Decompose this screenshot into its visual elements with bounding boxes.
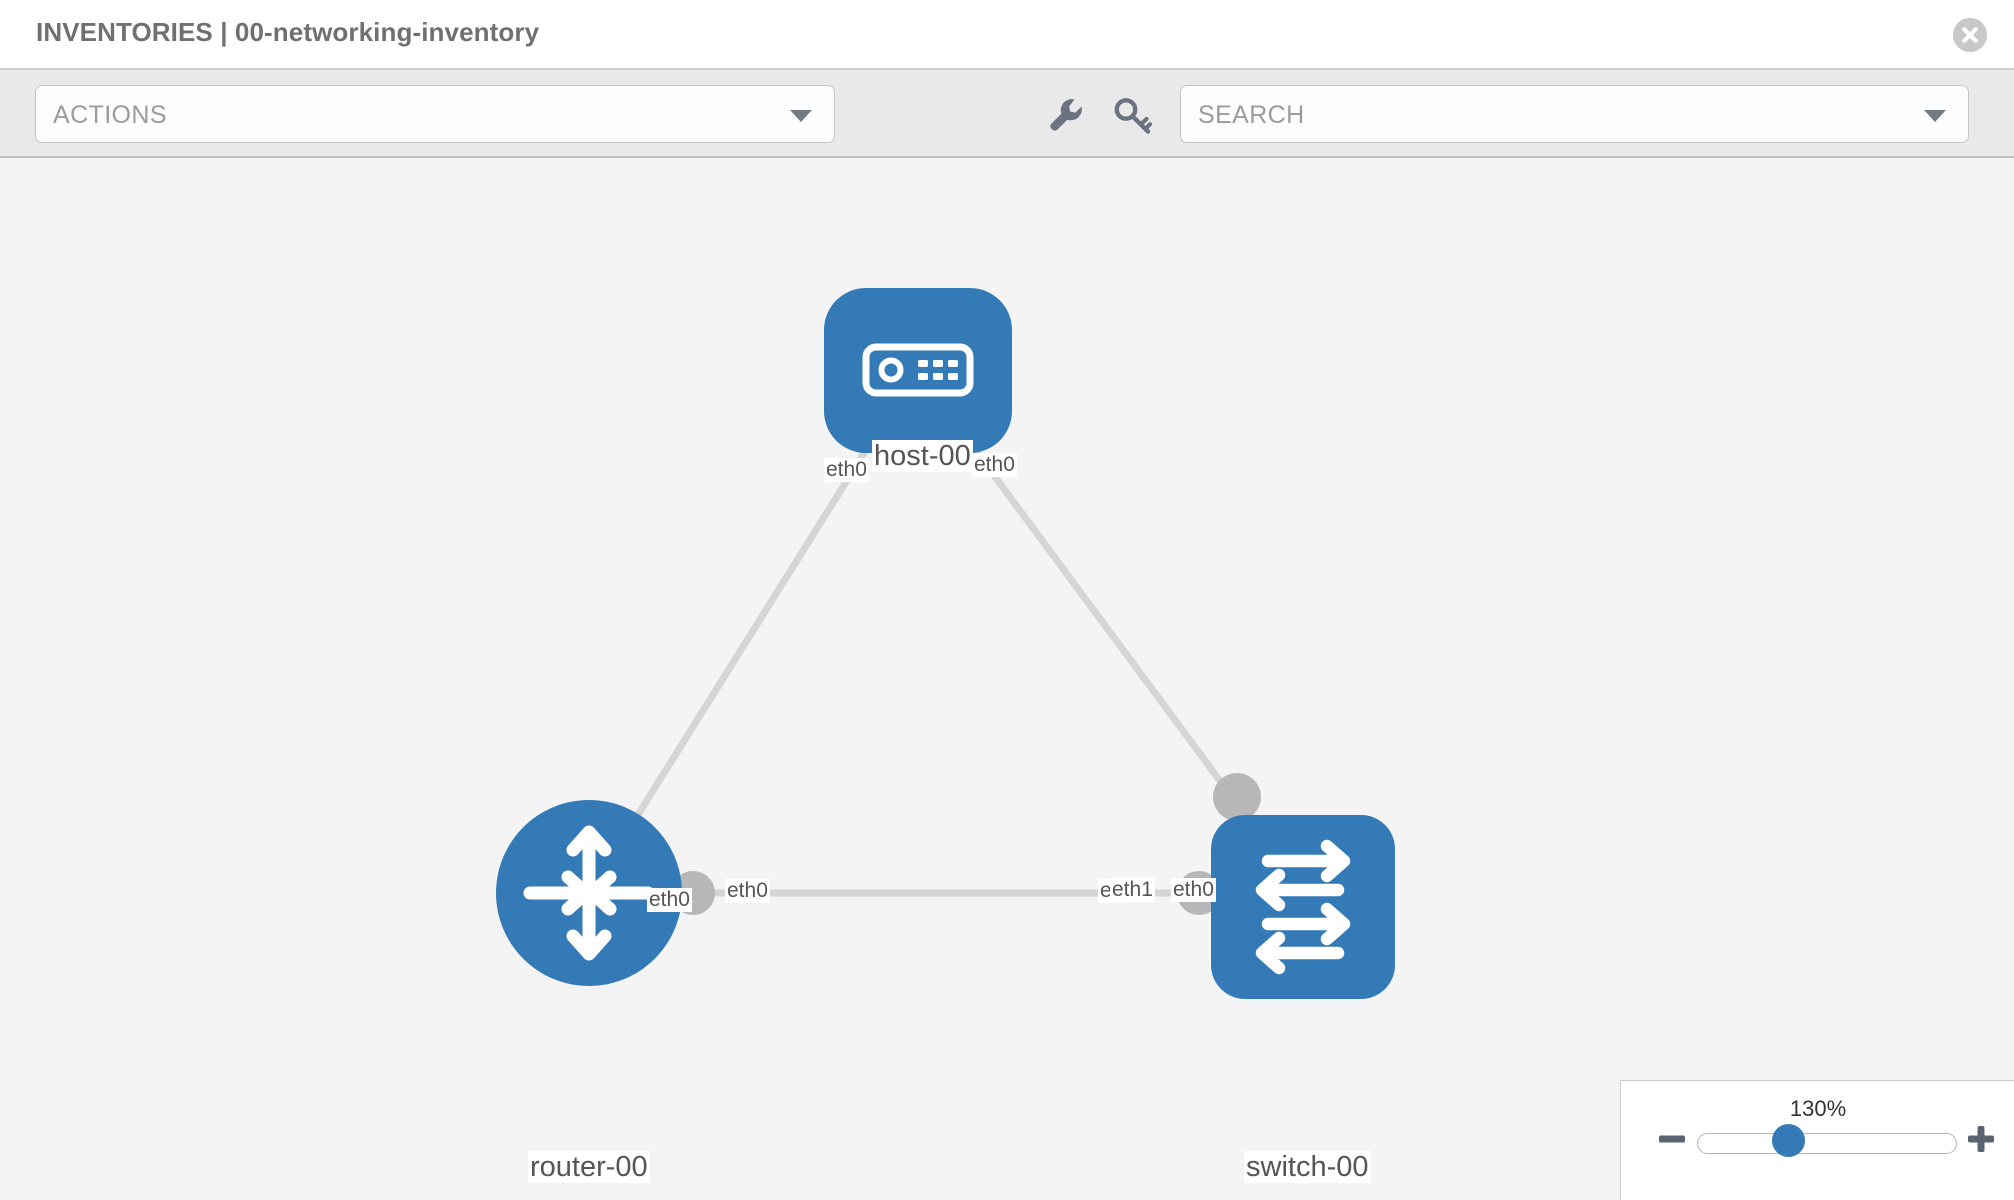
key-button[interactable]: [1112, 94, 1154, 136]
node-host-00[interactable]: [824, 288, 1012, 453]
close-icon: [1953, 18, 1987, 52]
node-router-00[interactable]: [496, 800, 682, 986]
search-input[interactable]: SEARCH: [1180, 85, 1969, 143]
page-header: INVENTORIES | 00-networking-inventory: [0, 0, 2014, 68]
node-label-host-00: host-00: [872, 440, 973, 473]
node-switch-00[interactable]: [1211, 815, 1395, 999]
search-placeholder-label: SEARCH: [1198, 101, 1305, 129]
zoom-out-button[interactable]: [1657, 1124, 1687, 1160]
topology-canvas[interactable]: host-00 eth0 eth0 eth0 eth0 eth0 eth eth…: [0, 158, 2014, 1200]
plus-icon: [1968, 1126, 1994, 1152]
toolbar: ACTIONS SEARCH: [0, 68, 2014, 158]
chevron-down-icon: [790, 110, 812, 122]
link-host00-router00: [586, 368, 919, 895]
zoom-percent-label: 130%: [1789, 1096, 1847, 1121]
key-icon: [1114, 98, 1153, 134]
actions-dropdown[interactable]: ACTIONS: [35, 85, 835, 143]
page-title: INVENTORIES | 00-networking-inventory: [36, 17, 540, 47]
chevron-down-icon: [1924, 110, 1946, 122]
zoom-control-panel: 130%: [1620, 1080, 2014, 1200]
link-label-host-switch: eth0: [972, 453, 1017, 478]
link-label-router-switch: eth0: [725, 879, 770, 904]
link-label-router-host: eth0: [647, 888, 692, 913]
wrench-icon: [1050, 99, 1082, 131]
topology-graph: [496, 288, 1395, 999]
link-label-switch-router: eth1: [1110, 878, 1155, 903]
node-label-switch-00: switch-00: [1244, 1151, 1371, 1184]
zoom-slider-thumb[interactable]: [1772, 1124, 1805, 1157]
close-button[interactable]: [1953, 18, 1987, 52]
node-label-router-00: router-00: [528, 1151, 650, 1184]
interface-endpoint[interactable]: [1213, 773, 1261, 821]
zoom-slider-track[interactable]: [1697, 1133, 1957, 1154]
zoom-in-button[interactable]: [1966, 1124, 1996, 1160]
link-label-host-router: eth0: [824, 458, 869, 483]
wrench-button[interactable]: [1045, 94, 1087, 136]
actions-dropdown-label: ACTIONS: [53, 101, 167, 129]
link-label-switch-host: eth0: [1171, 878, 1216, 903]
minus-icon: [1659, 1135, 1685, 1143]
